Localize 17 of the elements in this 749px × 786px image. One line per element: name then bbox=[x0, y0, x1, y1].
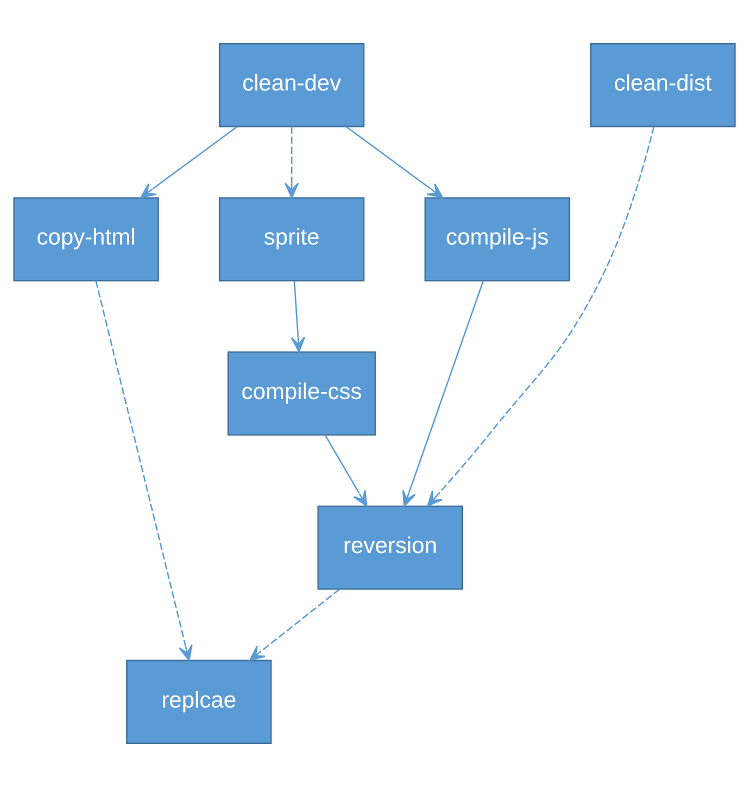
node-box: copy-html bbox=[13, 196, 159, 281]
arrow bbox=[284, 126, 299, 198]
arrow bbox=[426, 126, 655, 506]
node-box: sprite bbox=[218, 196, 364, 281]
node-box: compile-css bbox=[227, 350, 376, 436]
node-box: reversion bbox=[317, 505, 464, 590]
arrow bbox=[249, 588, 340, 660]
node-box: replcae bbox=[126, 659, 272, 744]
arrow bbox=[290, 280, 306, 352]
arrow bbox=[140, 126, 238, 198]
arrow bbox=[402, 280, 484, 506]
arrow bbox=[95, 280, 193, 660]
arrow bbox=[346, 126, 444, 198]
arrow bbox=[324, 434, 368, 506]
node-box: clean-dev bbox=[218, 42, 364, 127]
node-box: compile-js bbox=[424, 196, 570, 281]
node-box: clean-dist bbox=[590, 42, 736, 127]
